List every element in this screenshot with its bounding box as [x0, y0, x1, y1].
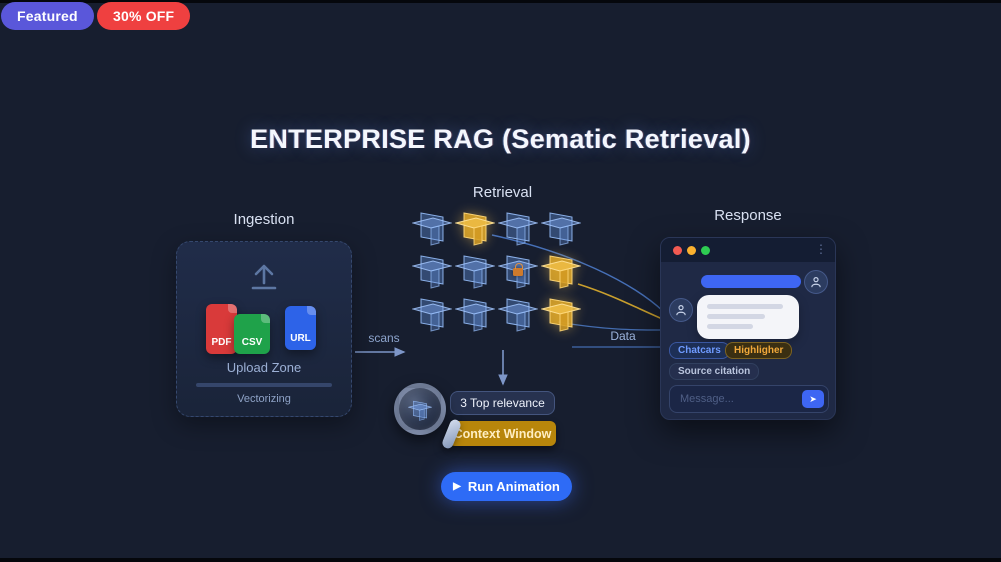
message-input-wrap: ➤ [669, 385, 829, 413]
vectorizing-label: Vectorizing [237, 393, 291, 405]
maximize-window-icon[interactable] [701, 246, 710, 255]
ingestion-card[interactable]: PDF CSV URL Upload Zone Vectorizing [176, 241, 352, 417]
chunk-blue-icon [412, 249, 452, 289]
assistant-message-bubble [697, 295, 799, 339]
gold-curve [577, 283, 673, 324]
url-label: URL [290, 333, 311, 344]
person-icon [676, 305, 686, 316]
upload-icon [251, 264, 277, 290]
pdf-file-icon: PDF [206, 304, 237, 354]
file-icons-row: PDF CSV URL [177, 300, 351, 356]
lock-icon [513, 263, 523, 276]
chunk-blue-icon [541, 206, 581, 246]
send-icon: ➤ [809, 393, 817, 404]
source-citation-chip: Source citation [669, 363, 760, 380]
url-file-icon: URL [285, 306, 316, 350]
upload-zone-label: Upload Zone [226, 360, 302, 375]
chunk-grid [412, 206, 581, 332]
response-label: Response [714, 207, 782, 224]
pdf-label: PDF [211, 337, 232, 348]
chunk-gold-icon [541, 292, 581, 332]
message-input[interactable] [670, 386, 798, 412]
highligher-chip: Highligher [725, 342, 793, 359]
skeleton-line [707, 324, 753, 329]
play-icon: ▶ [453, 481, 461, 492]
bottom-edge [0, 558, 1001, 562]
csv-label: CSV [241, 337, 263, 348]
skeleton-line [707, 314, 765, 319]
page-title: ENTERPRISE RAG (Sematic Retrieval) [250, 124, 751, 154]
chunk-gold-icon [455, 206, 495, 246]
context-window-chip: Context Window [449, 421, 556, 446]
window-menu-icon[interactable]: ⋮ [815, 242, 827, 256]
chunk-blue-icon [498, 292, 538, 332]
minimize-window-icon[interactable] [687, 246, 696, 255]
run-animation-button[interactable]: ▶ Run Animation [441, 472, 572, 501]
chunk-locked-icon [498, 249, 538, 289]
chunk-blue-icon [412, 292, 452, 332]
chunk-gold-icon [541, 249, 581, 289]
magnified-chunk-icon [408, 397, 432, 421]
discount-badge: 30% OFF [97, 2, 191, 30]
chunk-blue-icon [455, 292, 495, 332]
ingestion-label: Ingestion [233, 211, 295, 228]
chunk-blue-icon [498, 206, 538, 246]
top-relevance-chip: 3 Top relevance [450, 391, 555, 415]
scans-label: scans [368, 331, 400, 345]
magnifier-icon [394, 383, 446, 435]
user-avatar [804, 270, 828, 294]
send-button[interactable]: ➤ [802, 390, 824, 408]
csv-file-icon: CSV [234, 314, 270, 354]
window-titlebar: ⋮ [661, 238, 835, 262]
top-edge [0, 0, 1001, 3]
run-animation-label: Run Animation [467, 479, 560, 494]
assistant-avatar [669, 298, 693, 322]
user-message-bubble [701, 275, 801, 288]
featured-badge: Featured [1, 2, 94, 30]
chunk-blue-icon [455, 249, 495, 289]
retrieval-label: Retrieval [472, 184, 533, 201]
vectorizing-progress-bar [196, 383, 332, 387]
chatcars-chip: Chatcars [669, 342, 730, 359]
response-window: ⋮ Chatcars Highligher Source citation [660, 237, 836, 420]
close-window-icon[interactable] [673, 246, 682, 255]
data-label: Data [610, 329, 636, 343]
skeleton-line [707, 304, 783, 309]
chunk-blue-icon [412, 206, 452, 246]
person-icon [811, 277, 821, 288]
user-message-row [661, 270, 835, 294]
